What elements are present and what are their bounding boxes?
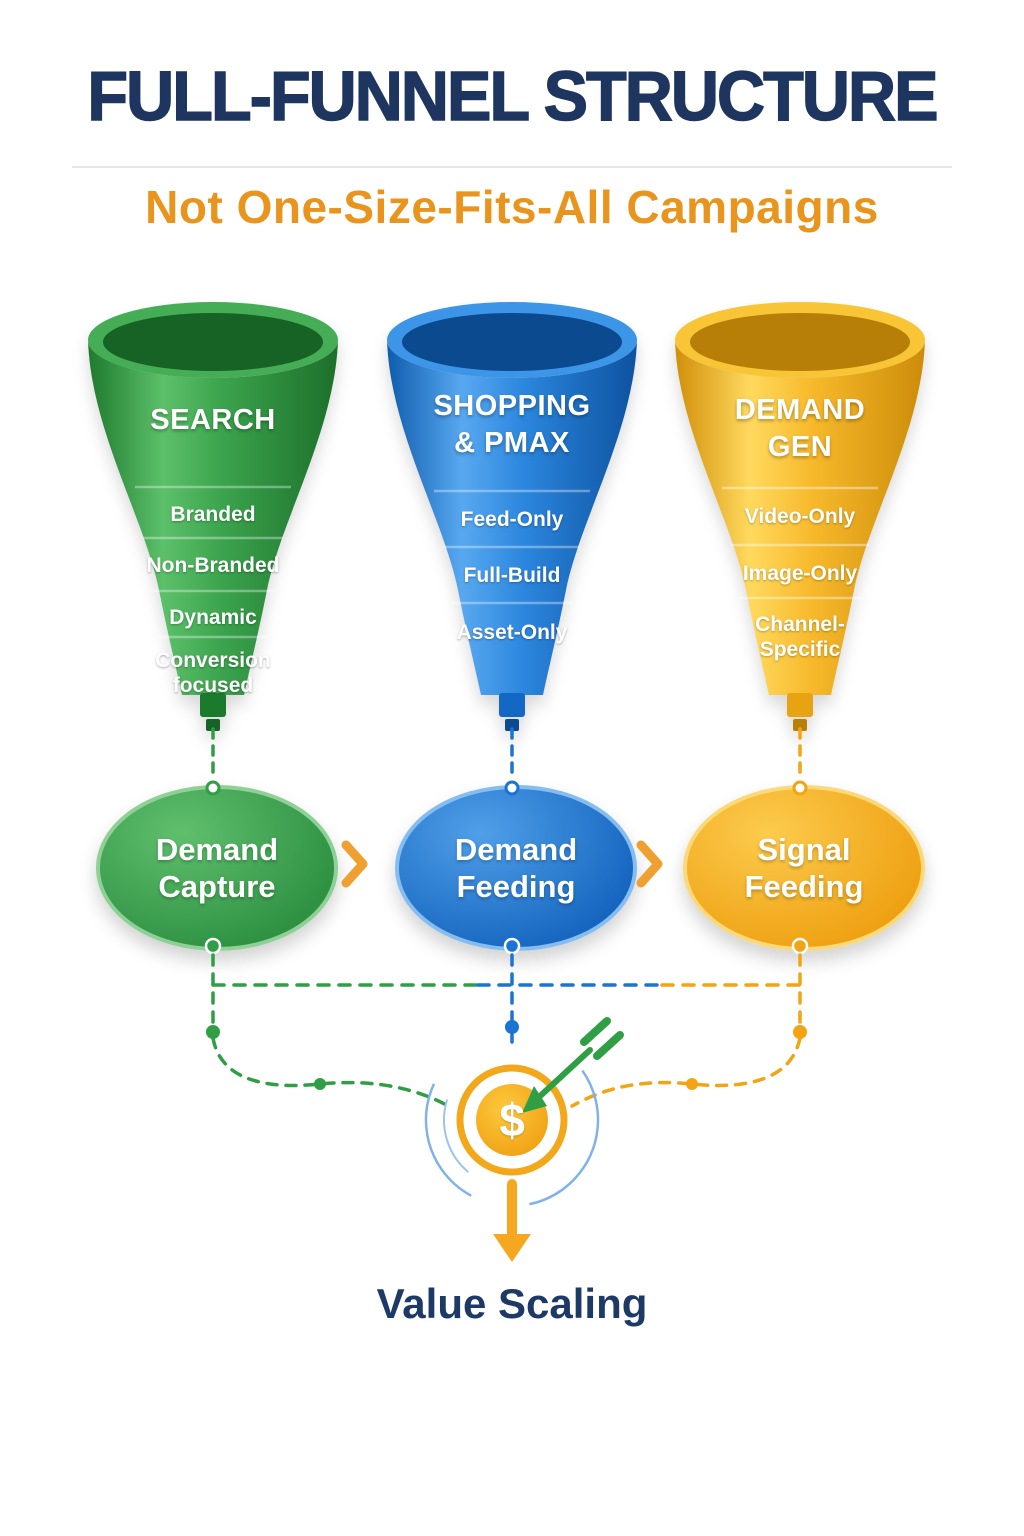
search-item-conversion-focused: Conversion focused — [155, 649, 271, 697]
search-item-branded: Branded — [170, 503, 256, 526]
search-funnel-shape — [88, 302, 338, 731]
funnel-title-shopping-pmax: SHOPPING & PMAX — [382, 388, 642, 462]
funnel-title-line: SHOPPING — [433, 390, 591, 422]
shopping-item-feed-only: Feed-Only — [460, 508, 564, 531]
funnel-title-line: SEARCH — [150, 404, 276, 436]
page-title: FULL-FUNNEL STRUCTURE — [87, 56, 939, 136]
stage-label-line: Feeding — [744, 869, 864, 904]
stage-signal-feeding: Signal Feeding — [683, 785, 925, 951]
arrow-right-icon — [341, 840, 368, 888]
stage-label-line: Feeding — [456, 869, 576, 904]
page-subtitle: Not One-Size-Fits-All Campaigns — [145, 181, 879, 233]
funnel-title-demand-gen: DEMAND GEN — [670, 392, 930, 466]
funnel-title-line: GEN — [767, 431, 833, 463]
title-divider — [72, 166, 952, 168]
demand-gen-funnel-shape — [675, 302, 925, 731]
stage-label-line: Demand — [155, 832, 279, 867]
value-scaling-label: Value Scaling — [376, 1280, 648, 1327]
search-item-non-branded: Non-Branded — [146, 554, 280, 577]
down-arrow-icon — [493, 1179, 531, 1262]
funnel-title-search: SEARCH — [83, 402, 343, 439]
funnel-title-line: & PMAX — [454, 427, 570, 459]
stage-label-line: Capture — [158, 869, 276, 904]
shopping-pmax-funnel-shape — [387, 302, 637, 731]
stage-label-line: Signal — [757, 832, 851, 867]
stage-demand-capture: Demand Capture — [96, 785, 338, 951]
arrow-right-icon — [636, 840, 663, 888]
stage-label-line: Demand — [454, 832, 578, 867]
shopping-item-asset-only: Asset-Only — [456, 621, 568, 644]
funnel-title-line: DEMAND — [734, 394, 866, 426]
demandgen-item-channel-specific: Channel-Specific — [755, 613, 845, 661]
stage-demand-feeding: Demand Feeding — [395, 785, 637, 951]
dollar-symbol: $ — [499, 1094, 525, 1146]
demandgen-item-image-only: Image-Only — [742, 562, 858, 585]
demandgen-item-video-only: Video-Only — [744, 505, 856, 528]
shopping-item-full-build: Full-Build — [463, 564, 561, 587]
search-item-dynamic: Dynamic — [169, 606, 257, 629]
